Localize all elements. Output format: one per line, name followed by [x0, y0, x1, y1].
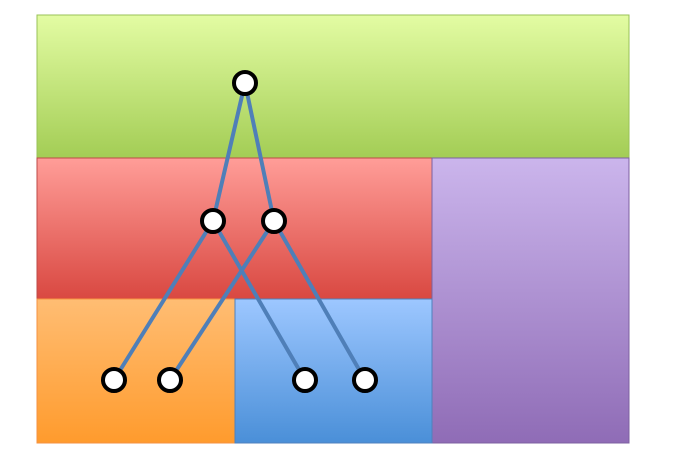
edge-mid-right-to-leaf-2	[168, 219, 276, 382]
region-red	[36, 157, 433, 300]
node-root	[232, 70, 258, 96]
nodes-layer	[101, 70, 378, 393]
region-green	[36, 14, 630, 159]
edge-root-to-mid-right	[243, 81, 276, 223]
region-purple	[431, 157, 630, 444]
node-leaf-2	[157, 367, 183, 393]
edge-mid-left-to-leaf-1	[112, 219, 215, 382]
node-leaf-1	[101, 367, 127, 393]
node-leaf-3	[292, 367, 318, 393]
regions-layer	[36, 14, 630, 444]
node-mid-right	[261, 208, 287, 234]
region-orange	[36, 298, 236, 444]
edge-mid-right-to-leaf-4	[272, 219, 367, 382]
node-leaf-4	[352, 367, 378, 393]
node-mid-left	[200, 208, 226, 234]
edges-layer	[112, 81, 367, 382]
edge-mid-left-to-leaf-3	[211, 219, 307, 382]
edge-root-to-mid-left	[211, 81, 247, 223]
region-blue	[234, 298, 433, 444]
